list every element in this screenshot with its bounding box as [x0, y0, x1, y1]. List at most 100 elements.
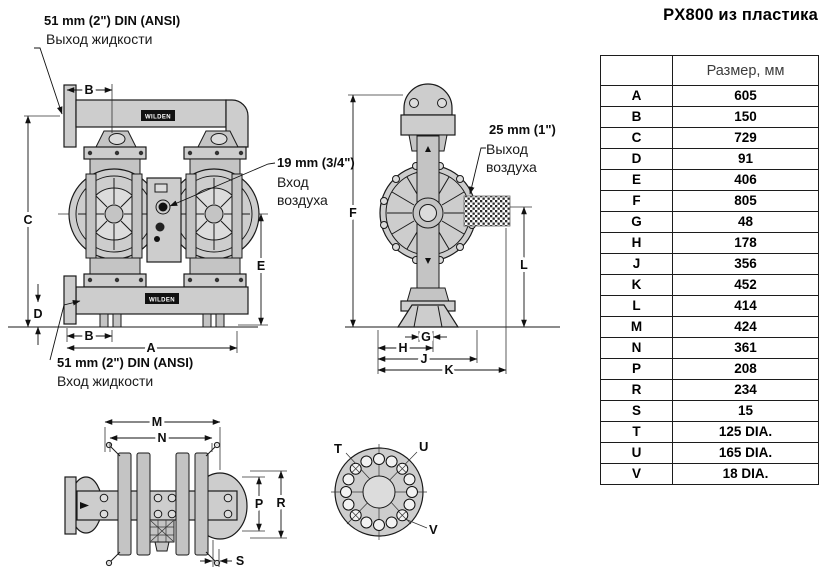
air-inlet-port: [158, 202, 168, 212]
dim-value-cell: 406: [672, 169, 819, 191]
dim-letter-cell: J: [600, 253, 673, 275]
air-inlet-callout: 19 mm (3/4") Вход воздуха: [169, 155, 355, 208]
dim-letter-cell: B: [600, 106, 673, 128]
top-view: M N P R S: [64, 412, 289, 571]
dim-value-cell: 605: [672, 85, 819, 107]
dim-letter-cell: U: [600, 442, 673, 464]
liquid-inlet-label: Вход жидкости: [57, 373, 153, 389]
air-inlet-label-2: воздуха: [277, 192, 328, 208]
dim-letter-cell: F: [600, 190, 673, 212]
dim-letter-cell: A: [600, 85, 673, 107]
dim-value-cell: 91: [672, 148, 819, 170]
liquid-outlet-callout: 51 mm (2") DIN (ANSI) Выход жидкости: [34, 13, 180, 115]
dim-value-cell: 150: [672, 106, 819, 128]
dim-value-cell: 15: [672, 400, 819, 422]
dim-value-cell: 178: [672, 232, 819, 254]
air-valve: [146, 177, 182, 263]
dim-value-cell: 18 DIA.: [672, 463, 819, 485]
dim-letter-cell: G: [600, 211, 673, 233]
dim-p: P: [255, 497, 263, 511]
air-inlet-label-1: Вход: [277, 174, 309, 190]
dim-letter-cell: T: [600, 421, 673, 443]
dim-t: T: [334, 441, 342, 456]
right-chamber: [168, 168, 260, 260]
dim-j: J: [421, 352, 428, 366]
dim-letter-cell: E: [600, 169, 673, 191]
dim-a: A: [146, 341, 155, 355]
flange-view: T U V: [331, 439, 438, 540]
liquid-outlet-size: 51 mm (2") DIN (ANSI): [44, 13, 180, 28]
dim-e: E: [257, 259, 265, 273]
dim-letter-cell: M: [600, 316, 673, 338]
manifold-bolts: [99, 493, 233, 519]
dim-value-cell: 729: [672, 127, 819, 149]
dim-b-bottom: B: [84, 329, 93, 343]
annotations: 51 mm (2") DIN (ANSI) Выход жидкости 19 …: [34, 13, 556, 389]
liquid-inlet-size: 51 mm (2") DIN (ANSI): [57, 355, 193, 370]
dim-value-cell: 48: [672, 211, 819, 233]
dim-letter-cell: R: [600, 379, 673, 401]
dim-u: U: [419, 439, 428, 454]
dim-f: F: [349, 206, 357, 220]
table-header-size-cell: Размер, мм: [672, 55, 819, 86]
dim-l: L: [520, 258, 528, 272]
dim-value-cell: 356: [672, 253, 819, 275]
dim-r: R: [276, 496, 285, 510]
side-view: F L G H J K: [345, 83, 560, 380]
air-inlet-size: 19 mm (3/4"): [277, 155, 355, 170]
air-outlet-size: 25 mm (1"): [489, 122, 556, 137]
muffler: [463, 195, 511, 227]
dim-letter-cell: N: [600, 337, 673, 359]
brand-plate-bottom: WILDEN: [149, 298, 175, 304]
dim-letter-cell: D: [600, 148, 673, 170]
liquid-inlet-callout: 51 mm (2") DIN (ANSI) Вход жидкости: [49, 300, 193, 389]
dim-letter-cell: V: [600, 463, 673, 485]
dim-h: H: [398, 341, 407, 355]
dim-letter-cell: P: [600, 358, 673, 380]
air-outlet-label-2: воздуха: [486, 159, 537, 175]
dim-k: K: [444, 363, 453, 377]
table-header-empty-cell: [600, 55, 673, 86]
dim-b-top: B: [84, 83, 93, 97]
dim-value-cell: 165 DIA.: [672, 442, 819, 464]
clamp-bands: [117, 452, 209, 556]
dim-g: G: [421, 330, 431, 344]
dim-c: C: [23, 213, 32, 227]
dim-d: D: [33, 307, 42, 321]
dim-m: M: [152, 415, 162, 429]
left-chamber: [68, 168, 160, 260]
dim-value-cell: 208: [672, 358, 819, 380]
dim-letter-cell: H: [600, 232, 673, 254]
dim-value-cell: 125 DIA.: [672, 421, 819, 443]
dim-value-cell: 805: [672, 190, 819, 212]
dim-value-cell: 361: [672, 337, 819, 359]
dim-value-cell: 414: [672, 295, 819, 317]
liquid-outlet-label: Выход жидкости: [46, 31, 152, 47]
dim-s: S: [236, 554, 244, 568]
dim-letter-cell: S: [600, 400, 673, 422]
air-outlet-callout: 25 mm (1") Выход воздуха: [468, 122, 556, 195]
air-outlet-label-1: Выход: [486, 141, 528, 157]
dim-letter-cell: C: [600, 127, 673, 149]
front-view: WILDEN WILDEN B C D E B A: [8, 80, 268, 358]
